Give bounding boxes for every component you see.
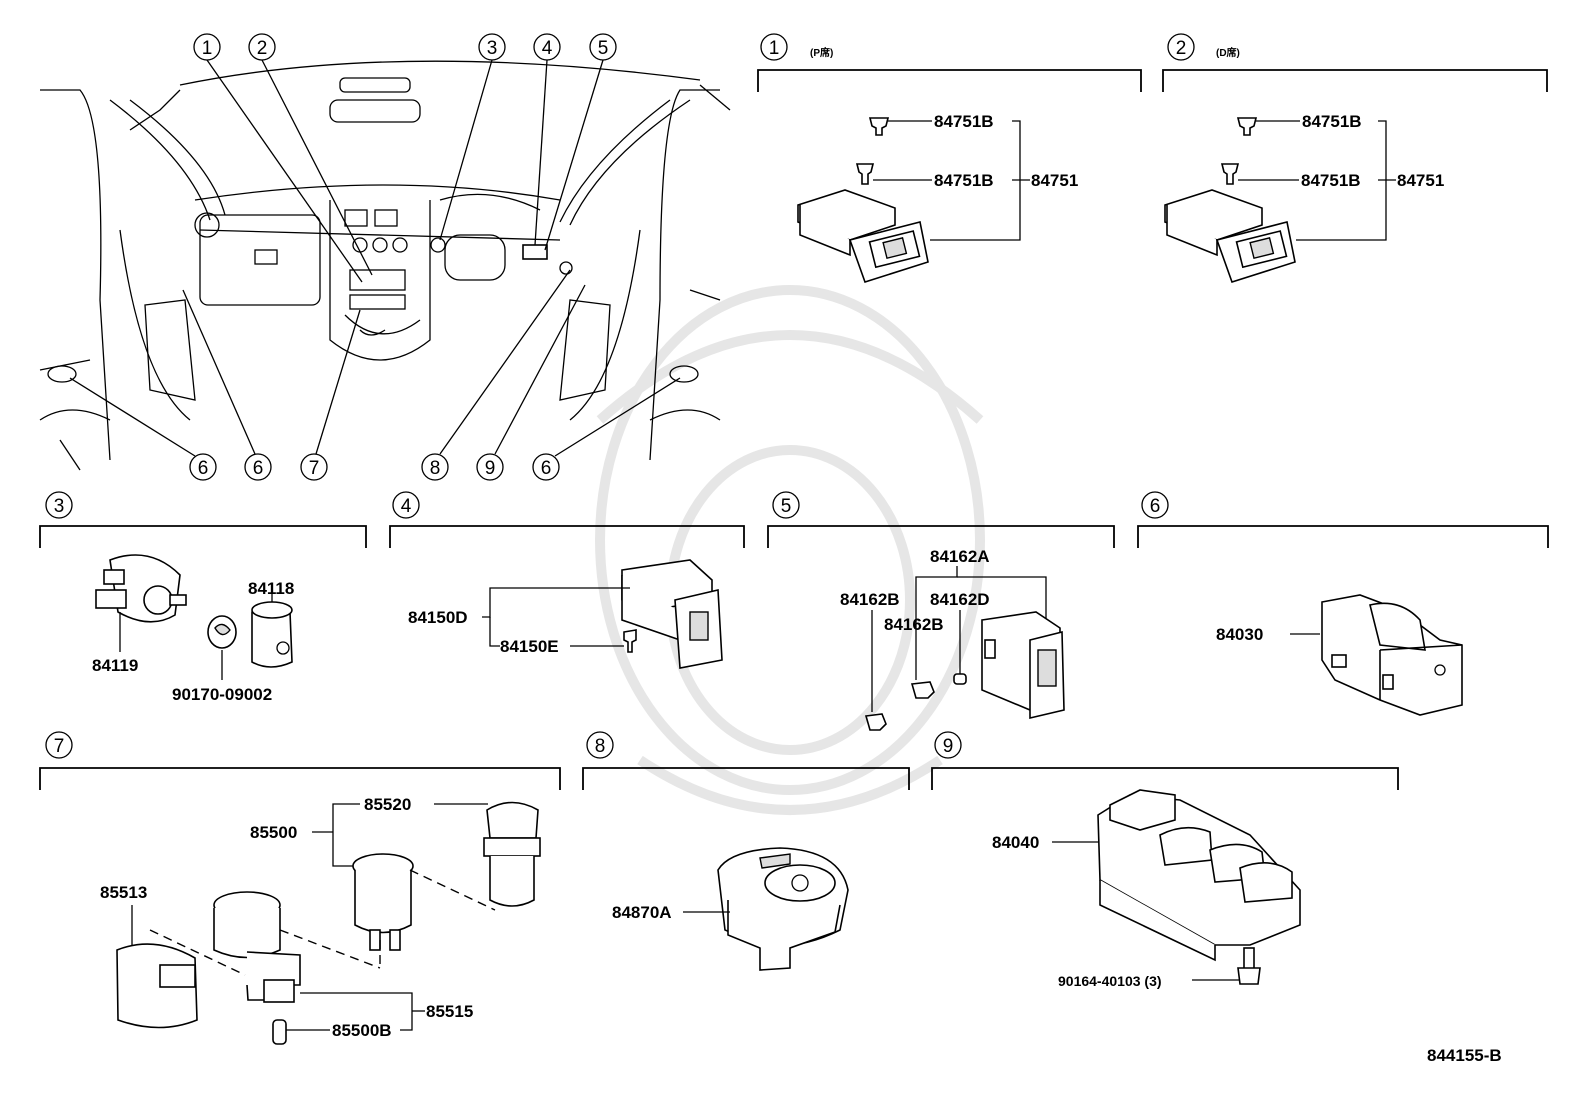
part-84751B-2b: 84751B <box>1301 171 1361 190</box>
part-84162B-lower: 84162B <box>884 615 944 634</box>
panel-9: 9 84040 90164-40103 (3) <box>931 731 1399 989</box>
callout-2: 2 <box>257 38 268 59</box>
callout-4: 4 <box>542 38 553 59</box>
part-84751B-1a: 84751B <box>934 112 994 131</box>
panel-7-number: 7 <box>54 736 65 757</box>
part-85515: 85515 <box>426 1002 473 1021</box>
callout-9: 9 <box>485 458 496 479</box>
panel-1-number: 1 <box>769 38 780 59</box>
part-84751B-2a: 84751B <box>1302 112 1362 131</box>
panel-7: 7 85520 85500 85513 85515 <box>39 731 561 1045</box>
callout-6c: 6 <box>541 458 552 479</box>
callout-1: 1 <box>202 38 213 59</box>
callout-7: 7 <box>309 458 320 479</box>
part-84162D: 84162D <box>930 590 990 609</box>
part-84162A: 84162A <box>930 547 990 566</box>
part-85500B: 85500B <box>332 1021 392 1040</box>
panel-5-number: 5 <box>781 496 792 517</box>
part-85500: 85500 <box>250 823 297 842</box>
part-84751-2: 84751 <box>1397 171 1444 190</box>
panel-1: 1 (P席) 84751B 84751B 84751 <box>757 33 1142 283</box>
watermark-emblem <box>595 285 985 815</box>
panel-5: 5 84162A 84162B 84162D 84162B <box>767 491 1115 731</box>
panel-1-note: (P席) <box>810 46 833 59</box>
callout-6a: 6 <box>198 458 209 479</box>
callout-8: 8 <box>430 458 441 479</box>
panel-2: 2 (D席) 84751B 84751B 84751 <box>1162 33 1548 283</box>
panel-3: 3 84119 90170-09002 84118 <box>39 491 367 704</box>
part-85513: 85513 <box>100 883 147 902</box>
panel-4-number: 4 <box>401 496 412 517</box>
callout-3: 3 <box>487 38 498 59</box>
panel-2-note: (D席) <box>1216 46 1240 59</box>
part-84751B-1b: 84751B <box>934 171 994 190</box>
part-85520: 85520 <box>364 795 411 814</box>
panel-6-number: 6 <box>1150 496 1161 517</box>
part-84162B-upper: 84162B <box>840 590 900 609</box>
part-84150D: 84150D <box>408 608 468 627</box>
part-84870A: 84870A <box>612 903 672 922</box>
callout-5: 5 <box>598 38 609 59</box>
part-84751-1: 84751 <box>1031 171 1078 190</box>
panel-3-number: 3 <box>54 496 65 517</box>
panel-8-number: 8 <box>595 736 606 757</box>
panel-9-number: 9 <box>943 736 954 757</box>
part-90164-40103: 90164-40103 (3) <box>1058 973 1162 989</box>
part-84150E: 84150E <box>500 637 559 656</box>
interior-overview-drawing <box>39 60 731 471</box>
part-84040: 84040 <box>992 833 1039 852</box>
diagram-id: 844155-B <box>1427 1046 1502 1065</box>
panel-2-number: 2 <box>1176 38 1187 59</box>
part-84118: 84118 <box>248 579 294 598</box>
callout-6b: 6 <box>253 458 264 479</box>
part-84119: 84119 <box>92 656 138 675</box>
panel-6: 6 84030 <box>1137 491 1549 716</box>
overview-callouts: 1 2 3 4 5 6 6 7 8 9 6 <box>69 33 681 481</box>
panel-8: 8 84870A <box>582 731 910 971</box>
part-90170-09002: 90170-09002 <box>172 685 272 704</box>
panel-4: 4 84150D 84150E <box>389 491 745 669</box>
part-84030: 84030 <box>1216 625 1263 644</box>
